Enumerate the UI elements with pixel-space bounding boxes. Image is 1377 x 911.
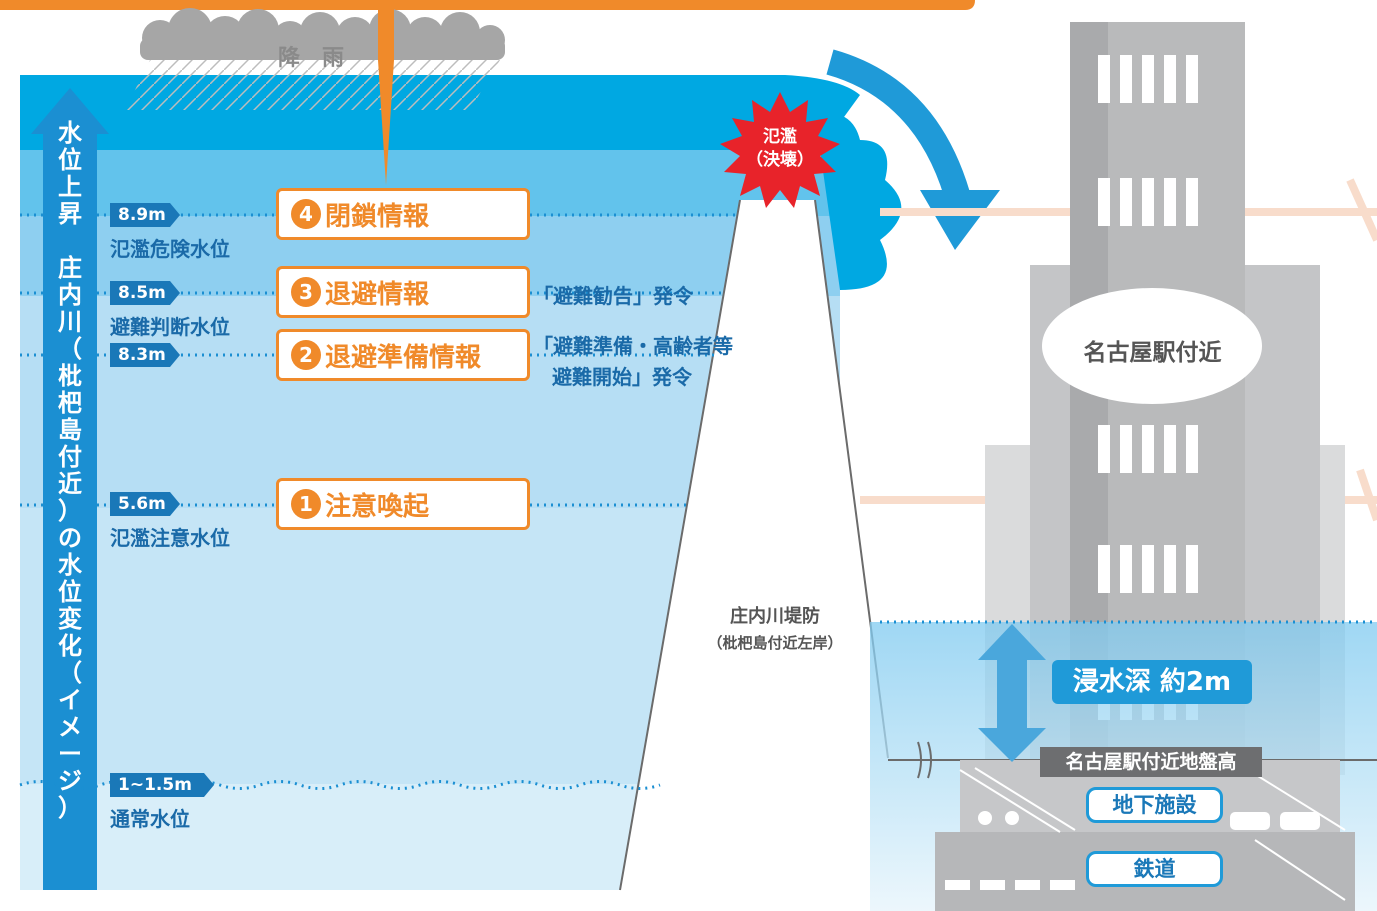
axis-char: 位 [58,146,82,174]
axis-char: ） [58,497,82,525]
info-box-closure: 4 閉鎖情報 [276,188,530,240]
burst-label-line1: 氾濫 [763,127,797,147]
axis-char: ジ [58,767,82,795]
axis-char: ） [58,794,82,822]
axis-char: の [58,524,82,552]
evacuation-prep-info-label: 退避準備情報 [325,342,482,373]
info-box-caution: 1 注意喚起 [276,478,530,530]
axis-char: 内 [58,281,82,309]
axis-char: 変 [58,605,82,633]
number-badge-3: 3 [291,277,321,307]
info-box-evacuation: 3 退避情報 [276,266,530,318]
axis-char: 枇 [58,362,82,390]
levee-label-line2: （枇杷島付近左岸） [707,634,843,652]
axis-char: （ [58,335,82,363]
axis-char: 上 [58,173,82,201]
rain-cloud [125,8,505,110]
water-rise-arrow [31,88,109,890]
number-badge-1: 1 [291,489,321,519]
axis-char: 水 [58,119,82,147]
depth-label: 浸水深 約2m [1052,660,1252,704]
burst-label: 氾濫 （決壊） [738,126,822,172]
level-tag-8-9: 8.9m [110,203,180,227]
ground-label: 名古屋駅付近地盤高 [1040,747,1262,777]
rain-label: 降 雨 [278,46,345,71]
level-label-danger: 氾濫危険水位 [110,237,230,261]
axis-char: 昇 [58,200,82,228]
depth-arrow [978,624,1046,762]
axis-char: 杷 [58,389,82,417]
axis-char: 島 [58,416,82,444]
number-badge-4: 4 [291,199,321,229]
burst-star [720,92,840,208]
axis-label: 水位上昇 庄内川（枇杷島付近）の水位変化（イメージ） [55,120,85,822]
levee [620,200,888,911]
level-tag-8-5: 8.5m [110,281,180,305]
axis-char: ー [58,740,82,768]
level-label-normal: 通常水位 [110,807,190,831]
info-box-evacuation-prep: 2 退避準備情報 [276,329,530,381]
axis-char: 付 [58,443,82,471]
evac-prep-note-line2: 避難開始」発令 [552,365,692,389]
evac-advisory-note: 「避難勧告」発令 [533,284,693,308]
axis-char: （ [58,659,82,687]
levee-label: 庄内川堤防 （枇杷島付近左岸） [690,602,860,653]
level-tag-8-3: 8.3m [110,343,180,367]
level-label-evac-judgement: 避難判断水位 [110,315,230,339]
evacuation-info-label: 退避情報 [325,279,430,310]
axis-char: 化 [58,632,82,660]
axis-char: メ [58,713,82,741]
axis-char: 位 [58,578,82,606]
burst-label-line2: （決壊） [746,150,814,170]
axis-char: 水 [58,551,82,579]
evac-prep-note-line1: 「避難準備・高齢者等 [533,334,733,358]
underground-facility-label: 地下施設 [1086,787,1223,823]
railway-label: 鉄道 [1086,851,1223,887]
level-tag-5-6: 5.6m [110,492,180,516]
axis-char: イ [58,686,82,714]
level-label-caution: 氾濫注意水位 [110,526,230,550]
alert-arrow [378,0,394,185]
axis-char: 庄 [58,254,82,282]
closure-info-label: 閉鎖情報 [325,201,430,232]
number-badge-2: 2 [291,340,321,370]
top-banner [0,0,975,10]
levee-label-line1: 庄内川堤防 [730,606,820,627]
axis-char: 近 [58,470,82,498]
level-tag-normal: 1~1.5m [110,773,214,797]
overflow-arrow [826,49,973,209]
axis-char [55,228,85,255]
axis-char: 川 [58,308,82,336]
caution-info-label: 注意喚起 [325,491,430,522]
area-label: 名古屋駅付近 [1083,340,1222,366]
overflow-splash [800,113,902,290]
